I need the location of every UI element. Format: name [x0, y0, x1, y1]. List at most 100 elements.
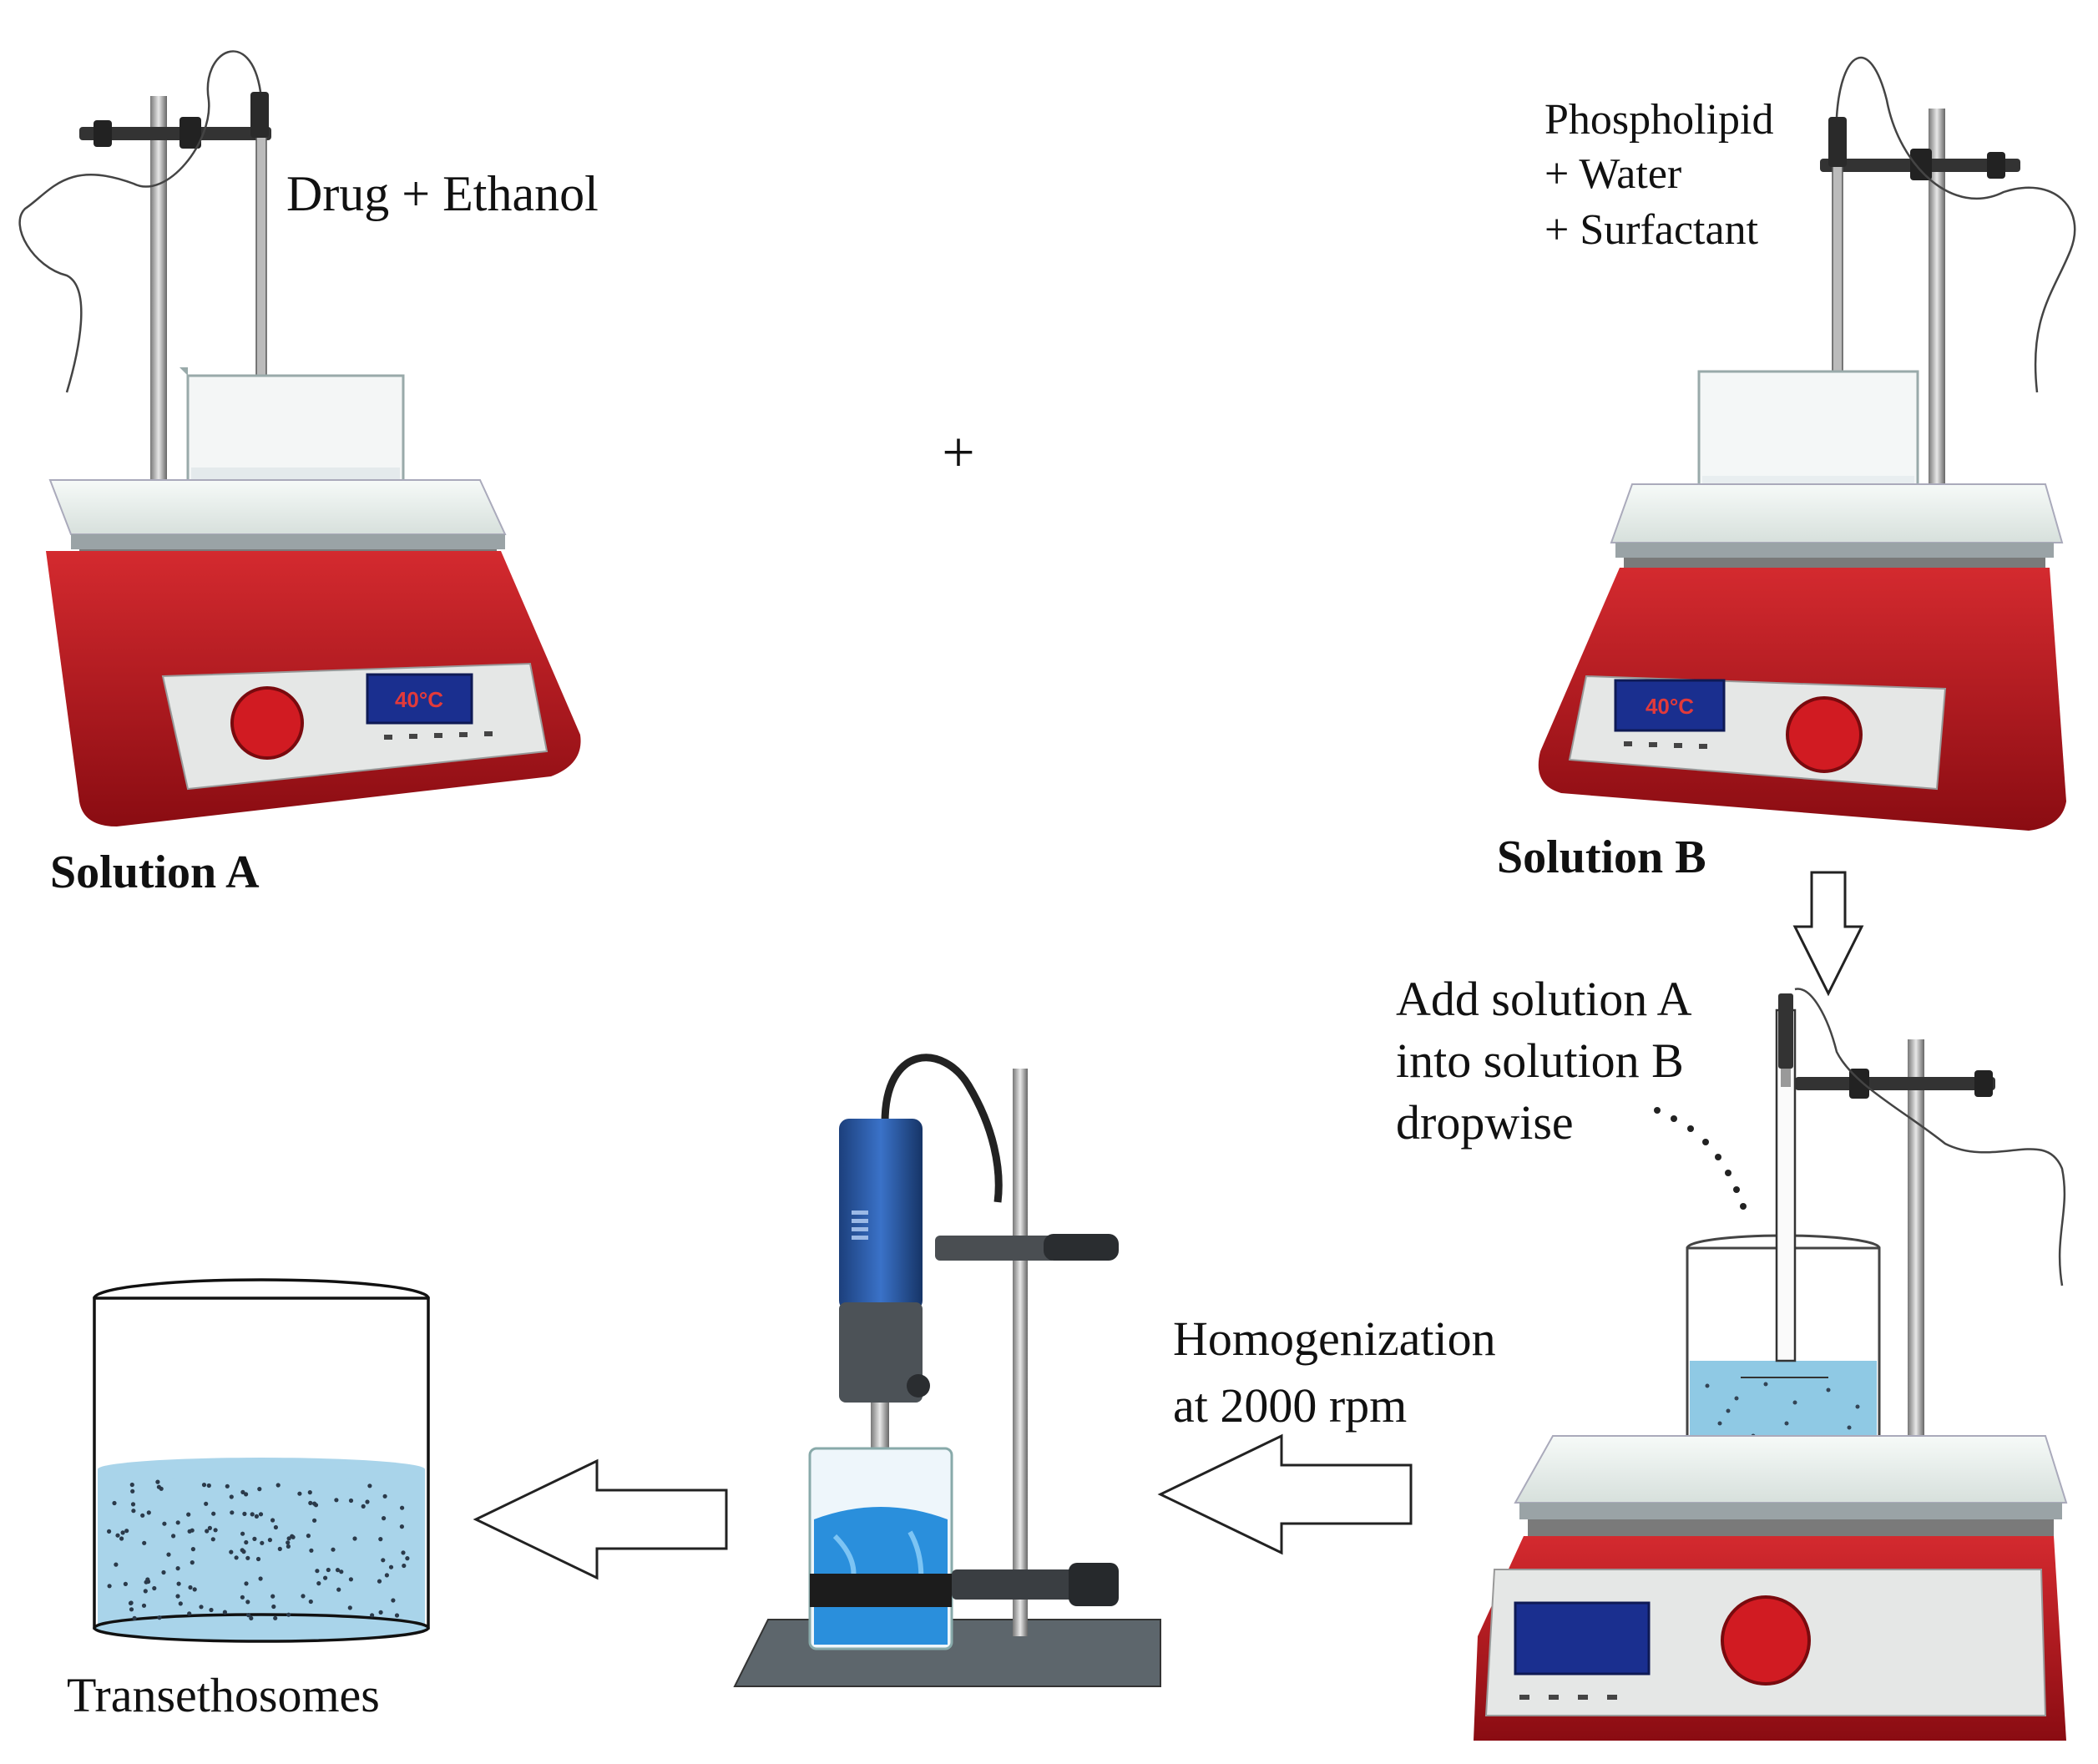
particle-dot [186, 1512, 191, 1517]
particle-dot [171, 1534, 176, 1539]
particle-dot [201, 1483, 207, 1488]
particle-dot [276, 1483, 281, 1488]
ring-stand-rod-c [1908, 1039, 1924, 1457]
particle-dot [348, 1577, 353, 1582]
particle-dot [255, 1556, 261, 1562]
product-name-label: Transethosomes [67, 1668, 380, 1722]
homogenization-step-line-2: at 2000 rpm [1173, 1378, 1407, 1433]
particle-dot [367, 1483, 372, 1489]
ring-stand-rod-b [1929, 109, 1945, 518]
temp-display-a [366, 673, 473, 725]
particle-dot [192, 1587, 197, 1592]
ring-stand-rod-a [150, 96, 167, 505]
particle-dot [175, 1566, 180, 1571]
particle-dot [240, 1531, 245, 1536]
dropwise-drops [1654, 1107, 1747, 1210]
particle-dot [152, 1585, 157, 1591]
homogenizer-stand-rod [1013, 1069, 1028, 1636]
particle-dot [336, 1587, 341, 1592]
product-beaker [93, 1278, 430, 1643]
particle-dot [199, 1605, 204, 1610]
particle-dot [352, 1536, 357, 1541]
particle-dot [143, 1589, 148, 1594]
particle-dot [400, 1505, 405, 1510]
particle-dot [258, 1576, 263, 1581]
homogenizer-beaker [808, 1447, 953, 1650]
particle-dot [211, 1511, 216, 1516]
particle-dot [130, 1502, 136, 1507]
particle-dot [347, 1605, 352, 1610]
particle-dot [382, 1516, 387, 1521]
particle-dot [245, 1600, 250, 1605]
particle-dot [132, 1615, 137, 1620]
particle-dot [229, 1549, 234, 1554]
particle-dot [213, 1528, 218, 1533]
particle-dot [315, 1569, 320, 1574]
particle-dot [348, 1498, 354, 1504]
hotplate-a: 40°C [18, 50, 581, 826]
particle-dot [250, 1512, 255, 1517]
particle-dot [335, 1568, 341, 1573]
particle-dot [119, 1536, 124, 1541]
particle-dot [313, 1503, 319, 1508]
particle-dot [286, 1612, 291, 1617]
particle-dot [361, 1504, 366, 1509]
particle-dot [206, 1483, 211, 1489]
particle-dot [277, 1546, 282, 1551]
add-step-line-3: dropwise [1396, 1095, 1574, 1150]
temp-display-b [1614, 679, 1726, 732]
particle-dot [207, 1525, 212, 1530]
particle-dot [399, 1524, 404, 1529]
particle-dot [162, 1521, 167, 1526]
particle-dot [378, 1610, 383, 1615]
particle-dot [290, 1534, 295, 1539]
particle-dot [339, 1569, 344, 1574]
particle-dot [388, 1564, 394, 1569]
particle-dot [405, 1556, 410, 1561]
particle-dot [323, 1575, 328, 1580]
particle-dot [210, 1537, 215, 1542]
temp-display-c [1514, 1601, 1651, 1676]
particle-dot [254, 1514, 259, 1519]
probe-cable-c [1794, 988, 2066, 1286]
particle-dot [244, 1539, 249, 1545]
particle-dot [306, 1534, 311, 1539]
particle-dot [252, 1536, 257, 1541]
solution-b-contents-line-3: + Surfactant [1544, 206, 1759, 254]
hotplate-top-b [1610, 483, 2064, 543]
particle-dot [334, 1498, 339, 1503]
particle-dot [391, 1598, 396, 1603]
particle-dot [370, 1613, 375, 1618]
particle-dot [175, 1594, 180, 1599]
particle-dot [188, 1585, 193, 1590]
particle-dot [273, 1524, 278, 1530]
particle-dot [124, 1529, 129, 1534]
particle-dot [244, 1581, 249, 1586]
control-knob-a [230, 686, 304, 760]
particle-dot [175, 1520, 180, 1525]
particle-dot [234, 1555, 239, 1560]
particle-dot [128, 1600, 134, 1605]
control-knob-b [1786, 696, 1863, 773]
temp-display-b-text: 40°C [1646, 694, 1694, 719]
solution-b-contents-line-2: + Water [1544, 150, 1681, 198]
hollow-arrow-down-icon [1792, 871, 1864, 997]
hotplate-c [1474, 988, 2068, 1741]
particle-dot [190, 1560, 195, 1565]
particle-dot [309, 1548, 314, 1553]
particle-dot [267, 1538, 272, 1543]
particle-dot [286, 1544, 291, 1549]
probe-cable-a [18, 50, 262, 393]
clamp-arm-c [1795, 1077, 1995, 1090]
particle-dot [326, 1567, 331, 1573]
particle-dot [401, 1550, 406, 1555]
particle-dot [130, 1489, 135, 1494]
particle-dot [312, 1518, 317, 1523]
particle-dot [378, 1537, 383, 1542]
add-step-line-1: Add solution A [1396, 972, 1692, 1026]
particle-dot [331, 1547, 336, 1552]
particle-dot [178, 1601, 183, 1606]
particle-dot [242, 1511, 247, 1516]
particle-dot [131, 1509, 136, 1514]
